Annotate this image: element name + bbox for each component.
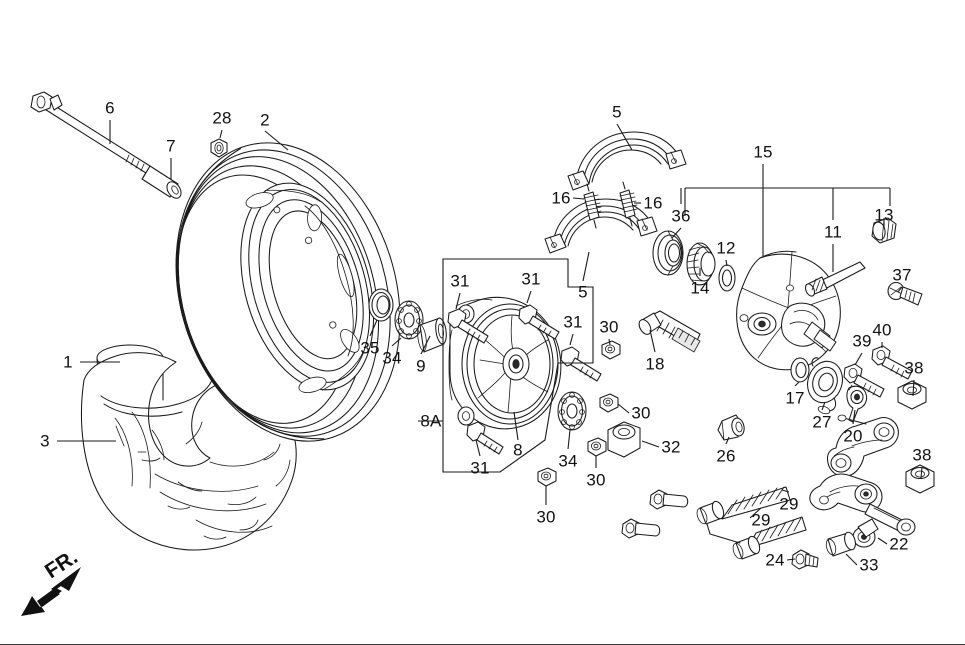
wear-indicator-plate-part <box>846 384 868 423</box>
front-axle-part <box>30 91 151 174</box>
small-bolt-b <box>621 518 661 539</box>
callout-label-8A: 8A <box>420 411 442 431</box>
callout-label-34a: 34 <box>382 348 402 368</box>
callout-label-26: 26 <box>716 446 736 466</box>
callout-label-31a: 31 <box>450 271 470 291</box>
callout-label-16b: 16 <box>643 193 663 213</box>
brake-cam-lever-part <box>809 473 883 513</box>
axle-collar-part <box>141 165 182 199</box>
callout-label-32: 32 <box>661 437 681 457</box>
axle-nut-part <box>210 138 228 158</box>
flange-nut-d-part <box>537 467 557 487</box>
dust-seal-part <box>652 230 684 276</box>
callout-label-39: 39 <box>852 331 872 351</box>
callout-label-36: 36 <box>671 206 691 226</box>
wheel-rim-part <box>175 142 401 442</box>
callout-label-20: 20 <box>843 426 863 446</box>
brake-shoe-spring-left-part <box>583 183 602 229</box>
hub-bolt-b-part <box>518 304 560 340</box>
adjuster-bolt-part <box>791 549 819 570</box>
callout-label-30c: 30 <box>586 470 606 490</box>
small-bolt-a <box>649 489 689 510</box>
pivot-stud-part <box>717 414 745 441</box>
callout-label-13: 13 <box>874 205 894 225</box>
callout-label-30a: 30 <box>599 317 619 337</box>
return-spring-part <box>807 357 843 415</box>
callout-label-31c: 31 <box>563 312 583 332</box>
callout-label-18: 18 <box>645 354 665 374</box>
brake-arm-part <box>826 414 899 477</box>
arm-screw-part <box>843 363 885 398</box>
callout-label-37: 37 <box>892 265 912 285</box>
callout-label-38a: 38 <box>904 358 924 378</box>
callout-label-28: 28 <box>212 108 232 128</box>
callout-label-16a: 16 <box>551 188 571 208</box>
hub-assembly-bracket-line <box>442 258 594 473</box>
oil-seal-part <box>368 288 394 322</box>
callout-label-35: 35 <box>360 338 380 358</box>
callout-label-1: 1 <box>63 352 73 372</box>
callout-label-40: 40 <box>872 320 892 340</box>
arm-bolt-part <box>871 345 913 380</box>
rod-joint-part <box>825 531 856 557</box>
callout-label-33: 33 <box>859 555 879 575</box>
brake-shoe-spring-right-part <box>619 181 638 227</box>
hub-bolt-c-part <box>560 346 602 382</box>
flange-nut-c-part <box>587 437 607 457</box>
callout-label-11: 11 <box>823 222 843 242</box>
speedometer-drive-pin-part <box>804 261 866 297</box>
panel-screw-part <box>887 281 923 306</box>
spring-lower-part <box>747 516 807 549</box>
brake-shoe-upper-part <box>567 131 687 191</box>
callout-label-8: 8 <box>513 440 523 460</box>
callout-label-7: 7 <box>166 136 176 156</box>
callout-label-34b: 34 <box>558 451 578 471</box>
flange-nut-f-part <box>905 464 935 494</box>
flange-nut-a-part <box>601 340 621 360</box>
callout-label-2: 2 <box>260 110 270 130</box>
ball-bearing-a-part <box>394 300 424 340</box>
callout-label-5a: 5 <box>612 102 622 122</box>
flange-nut-b-part <box>599 393 619 413</box>
callout-label-31b: 31 <box>521 269 541 289</box>
leader-lines <box>57 120 923 566</box>
callout-label-22: 22 <box>889 534 909 554</box>
callout-label-17: 17 <box>785 388 805 408</box>
callout-label-3: 3 <box>40 431 50 451</box>
spring-upper-part <box>721 486 791 520</box>
callout-label-30d: 30 <box>536 507 556 527</box>
callout-label-38b: 38 <box>912 445 932 465</box>
wheel-hub-part <box>448 296 562 430</box>
washer-part <box>718 264 736 292</box>
callout-label-9: 9 <box>416 356 426 376</box>
brake-panel-part <box>736 250 841 371</box>
callout-label-31d: 31 <box>470 458 490 478</box>
axle-nut-large-part <box>607 421 641 458</box>
wave-washer-part <box>790 357 810 383</box>
arrow-down-left-icon <box>21 567 81 616</box>
ball-bearing-b-part <box>557 391 587 431</box>
speedometer-gear-shaft-part <box>638 310 701 353</box>
flange-nut-e-part <box>897 380 927 410</box>
hub-bolt-d-part <box>466 421 504 455</box>
callout-label-30b: 30 <box>631 403 651 423</box>
callout-label-24: 24 <box>765 550 785 570</box>
callout-label-29a: 29 <box>779 494 799 514</box>
callout-label-5b: 5 <box>578 282 588 302</box>
brake-rod-part <box>852 503 916 548</box>
cap-nut-part <box>871 217 897 244</box>
callout-label-6: 6 <box>105 98 115 118</box>
speedometer-gear-part <box>686 242 716 286</box>
callout-label-14: 14 <box>690 278 710 298</box>
callout-label-29b: 29 <box>751 510 771 530</box>
callout-label-15: 15 <box>753 142 773 162</box>
callout-label-27: 27 <box>812 412 832 432</box>
callout-label-12: 12 <box>716 238 736 258</box>
hub-bolt-a-part <box>447 308 489 344</box>
spring-end-tubes <box>696 500 761 560</box>
